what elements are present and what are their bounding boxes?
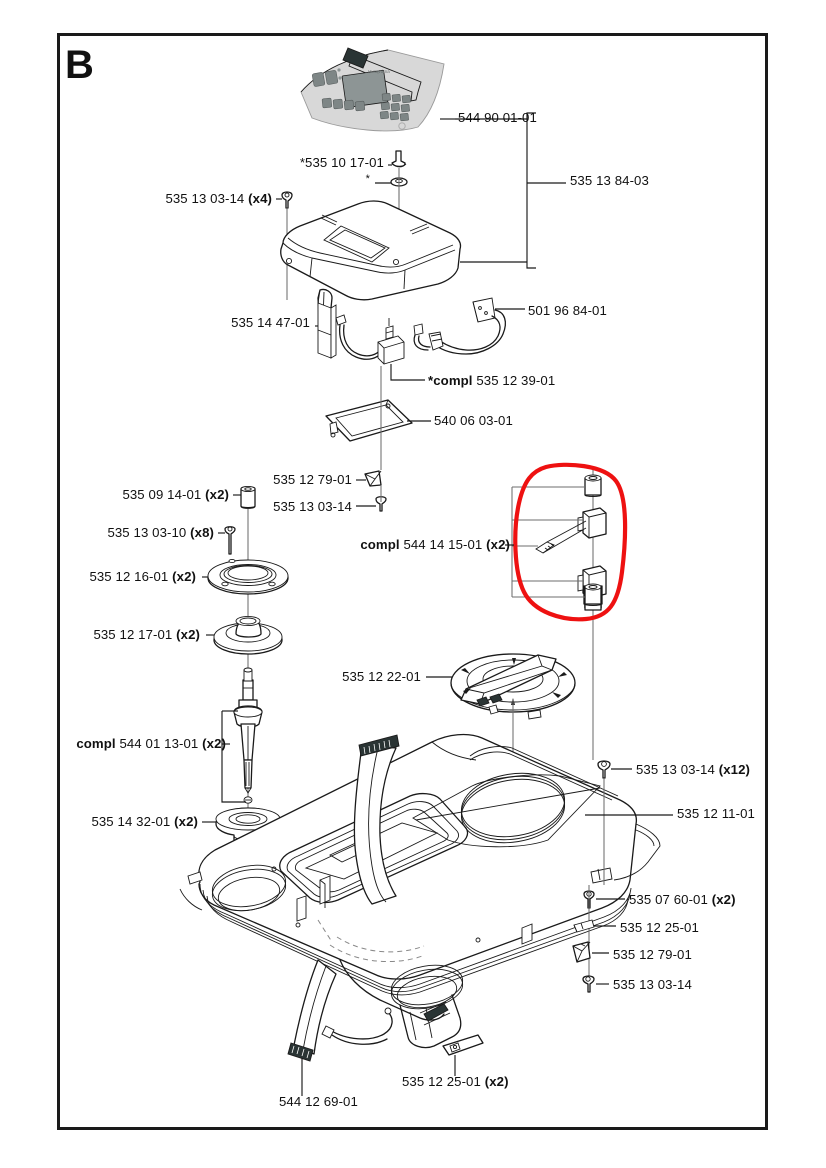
part-number: 535 13 03-14 — [273, 499, 352, 514]
part-number: 535 12 39-01 — [476, 373, 556, 388]
part-number: 535 14 47-01 — [231, 315, 310, 330]
part-number: 535 13 03-14 — [613, 977, 692, 992]
part-label-l03: *535 10 17-01 — [300, 156, 384, 169]
part-quantity: (x2) — [176, 627, 200, 642]
part-number: 535 12 11-01 — [677, 806, 755, 821]
part-number: 544 90 01-01 — [458, 110, 537, 125]
part-label-l21: 535 12 11-01 — [677, 807, 755, 820]
part-number: 535 12 25-01 — [402, 1074, 481, 1089]
part-number: * — [365, 173, 370, 185]
part-label-l05: 535 13 03-14 (x4) — [165, 192, 272, 205]
part-quantity: (x2) — [486, 537, 510, 552]
part-label-l09: 540 06 03-01 — [434, 414, 513, 427]
part-number: 535 12 22-01 — [342, 669, 421, 684]
part-number: 544 01 13-01 — [119, 736, 199, 751]
part-quantity: (x2) — [205, 487, 229, 502]
part-label-l22: 535 07 60-01 (x2) — [629, 893, 736, 906]
part-label-l10: 535 12 79-01 — [273, 473, 352, 486]
part-quantity: (x2) — [711, 892, 736, 907]
part-label-prefix: compl — [360, 537, 400, 552]
part-quantity: (x2) — [202, 736, 226, 751]
part-label-prefix: *compl — [428, 373, 473, 388]
part-label-l02: 535 13 84-03 — [570, 174, 649, 187]
part-number: 535 09 14-01 — [122, 487, 202, 502]
part-label-l11: 535 13 03-14 — [273, 500, 352, 513]
part-quantity: (x2) — [172, 569, 196, 584]
part-number: 535 07 60-01 — [629, 892, 708, 907]
part-label-prefix: compl — [76, 736, 116, 751]
part-number: 501 96 84-01 — [528, 303, 607, 318]
part-label-l07: 501 96 84-01 — [528, 304, 607, 317]
part-quantity: (x2) — [174, 814, 198, 829]
part-number: 544 12 69-01 — [279, 1094, 358, 1109]
part-number: 535 12 79-01 — [273, 472, 352, 487]
part-label-l13: 535 13 03-10 (x8) — [107, 526, 214, 539]
part-label-l23: 535 12 25-01 — [620, 921, 699, 934]
part-quantity: (x12) — [718, 762, 750, 777]
part-number: 535 13 03-14 — [636, 762, 715, 777]
part-quantity: (x8) — [190, 525, 214, 540]
part-number: 535 12 25-01 — [620, 920, 699, 935]
part-label-l18: compl 544 14 15-01 (x2) — [360, 538, 510, 551]
part-number: 535 13 03-10 — [107, 525, 187, 540]
part-label-l01: 544 90 01-01 — [458, 111, 537, 124]
part-label-l26: 535 12 25-01 (x2) — [402, 1075, 509, 1088]
part-label-l20: 535 13 03-14 (x12) — [636, 763, 750, 776]
part-label-l27: 544 12 69-01 — [279, 1095, 358, 1108]
part-label-l25: 535 13 03-14 — [613, 978, 692, 991]
part-label-l14: 535 12 16-01 (x2) — [89, 570, 196, 583]
part-quantity: (x2) — [484, 1074, 509, 1089]
part-number: 535 12 79-01 — [613, 947, 692, 962]
part-label-l15: 535 12 17-01 (x2) — [93, 628, 200, 641]
part-label-l06: 535 14 47-01 — [231, 316, 310, 329]
part-number: *535 10 17-01 — [299, 155, 384, 170]
part-number: 535 12 17-01 — [93, 627, 173, 642]
part-label-l12: 535 09 14-01 (x2) — [122, 488, 229, 501]
part-quantity: (x4) — [248, 191, 272, 206]
part-number: 535 14 32-01 — [91, 814, 171, 829]
part-number: 535 12 16-01 — [89, 569, 169, 584]
part-label-l04: * — [366, 174, 370, 185]
section-letter: B — [65, 43, 94, 87]
part-label-l19: 535 12 22-01 — [342, 670, 421, 683]
part-number: 535 13 84-03 — [570, 173, 649, 188]
part-number: 544 14 15-01 — [403, 537, 483, 552]
part-label-l08: *compl 535 12 39-01 — [428, 374, 555, 387]
part-number: 535 13 03-14 — [165, 191, 245, 206]
part-label-l16: compl 544 01 13-01 (x2) — [76, 737, 226, 750]
part-label-l24: 535 12 79-01 — [613, 948, 692, 961]
part-number: 540 06 03-01 — [434, 413, 513, 428]
part-label-l17: 535 14 32-01 (x2) — [91, 815, 198, 828]
